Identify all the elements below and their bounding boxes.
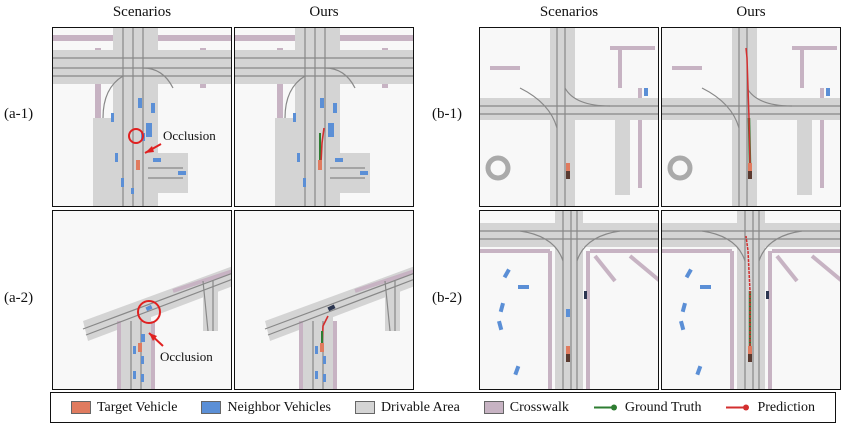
- legend-ground-truth: Ground Truth: [593, 400, 702, 416]
- neighbor-vehicle-dark: [748, 171, 752, 179]
- neighbor-vehicles: [315, 346, 326, 382]
- target-vehicle: [136, 160, 140, 170]
- legend-label: Crosswalk: [509, 399, 569, 415]
- occlusion-circle: [137, 300, 161, 324]
- panel-b2-ours: [661, 210, 841, 390]
- map-a1-ours: [235, 28, 413, 206]
- occlusion-arrowhead: [145, 146, 154, 153]
- column-title-a-scenarios: Scenarios: [112, 4, 172, 20]
- prediction-line-icon: [726, 404, 750, 411]
- occluded-vehicle: [584, 291, 587, 299]
- row-label-b1: (b-1): [432, 106, 462, 122]
- row-label-a1: (a-1): [4, 106, 34, 122]
- legend-label: Prediction: [757, 399, 815, 415]
- panel-b1-ours: [661, 27, 841, 207]
- neighbor-vehicle-dark: [566, 354, 570, 362]
- lane-lines: [662, 211, 840, 389]
- roundabout: [667, 155, 693, 181]
- panel-a2-scenarios: Occlusion: [52, 210, 232, 390]
- occlusion-label: Occlusion: [160, 349, 213, 364]
- occluded-vehicle: [327, 304, 336, 312]
- row-label-b2: (b-2): [432, 290, 462, 306]
- target-vehicle: [566, 163, 570, 171]
- target-vehicle: [318, 160, 322, 170]
- legend-label: Target Vehicle: [96, 399, 178, 415]
- neighbor-vehicles: [133, 304, 153, 382]
- panel-a2-ours: [234, 210, 414, 390]
- map-a1-scenarios: Occlusion: [53, 28, 231, 206]
- neighbor-vehicles: [293, 98, 368, 187]
- map-b2-scenarios: [480, 211, 658, 389]
- map-a2-ours: [264, 266, 413, 389]
- target-vehicle: [320, 343, 324, 352]
- lane-lines: [53, 28, 231, 206]
- drivable-area-layer: [480, 211, 658, 389]
- lane-lines: [235, 28, 413, 206]
- panel-b1-scenarios: [479, 27, 659, 207]
- map-b1-scenarios: [480, 28, 658, 206]
- legend-prediction: Prediction: [725, 400, 815, 416]
- drivable-area-layer: [480, 28, 658, 206]
- panel-a1-scenarios: Occlusion: [52, 27, 232, 207]
- row-label-a2: (a-2): [4, 290, 34, 306]
- occluded-vehicle: [766, 291, 769, 299]
- neighbor-vehicles-swatch: [201, 401, 222, 414]
- roundabout: [485, 155, 511, 181]
- occlusion-circle: [128, 128, 144, 144]
- target-vehicle-swatch: [70, 401, 91, 414]
- ground-truth-line-icon: [593, 404, 617, 411]
- occlusion-label: Occlusion: [163, 128, 216, 143]
- drivable-area-layer: [662, 28, 840, 206]
- legend-label: Ground Truth: [624, 399, 702, 415]
- column-title-b-scenarios: Scenarios: [539, 4, 599, 20]
- drivable-area-swatch: [354, 401, 375, 414]
- target-vehicle: [138, 343, 142, 352]
- map-a2-scenarios: Occlusion: [82, 266, 231, 389]
- legend-neighbor-vehicles: Neighbor Vehicles: [201, 400, 331, 416]
- legend-label: Drivable Area: [380, 399, 460, 415]
- legend: Target Vehicle Neighbor Vehicles Drivabl…: [50, 392, 836, 423]
- prediction-trajectory: [745, 235, 751, 346]
- neighbor-vehicle-dark: [566, 171, 570, 179]
- crosswalk-layer: [480, 249, 658, 389]
- legend-crosswalk: Crosswalk: [483, 399, 569, 416]
- column-title-b-ours: Ours: [736, 4, 766, 20]
- map-b2-ours: [662, 211, 840, 389]
- prediction-trajectory: [320, 127, 325, 164]
- legend-label: Neighbor Vehicles: [227, 399, 331, 415]
- target-vehicle: [748, 346, 752, 354]
- crosswalk-swatch: [483, 401, 504, 414]
- target-vehicle: [566, 346, 570, 354]
- column-title-a-ours: Ours: [309, 4, 339, 20]
- panel-b2-scenarios: [479, 210, 659, 390]
- prediction-trajectory: [745, 47, 751, 164]
- target-vehicle: [748, 163, 752, 171]
- crosswalk-layer: [662, 249, 840, 389]
- legend-drivable-area: Drivable Area: [354, 399, 460, 416]
- lane-lines: [480, 28, 658, 206]
- neighbor-vehicles: [679, 268, 711, 376]
- drivable-area-layer: [662, 211, 840, 389]
- lane-lines: [264, 273, 413, 389]
- occlusion-arrowhead: [149, 333, 157, 341]
- neighbor-vehicle: [644, 88, 648, 96]
- neighbor-vehicle: [826, 88, 830, 96]
- panel-a1-ours: [234, 27, 414, 207]
- legend-target-vehicle: Target Vehicle: [70, 399, 178, 416]
- lane-lines: [480, 211, 658, 389]
- neighbor-vehicle-dark: [748, 354, 752, 362]
- map-b1-ours: [662, 28, 840, 206]
- neighbor-vehicles: [497, 268, 570, 376]
